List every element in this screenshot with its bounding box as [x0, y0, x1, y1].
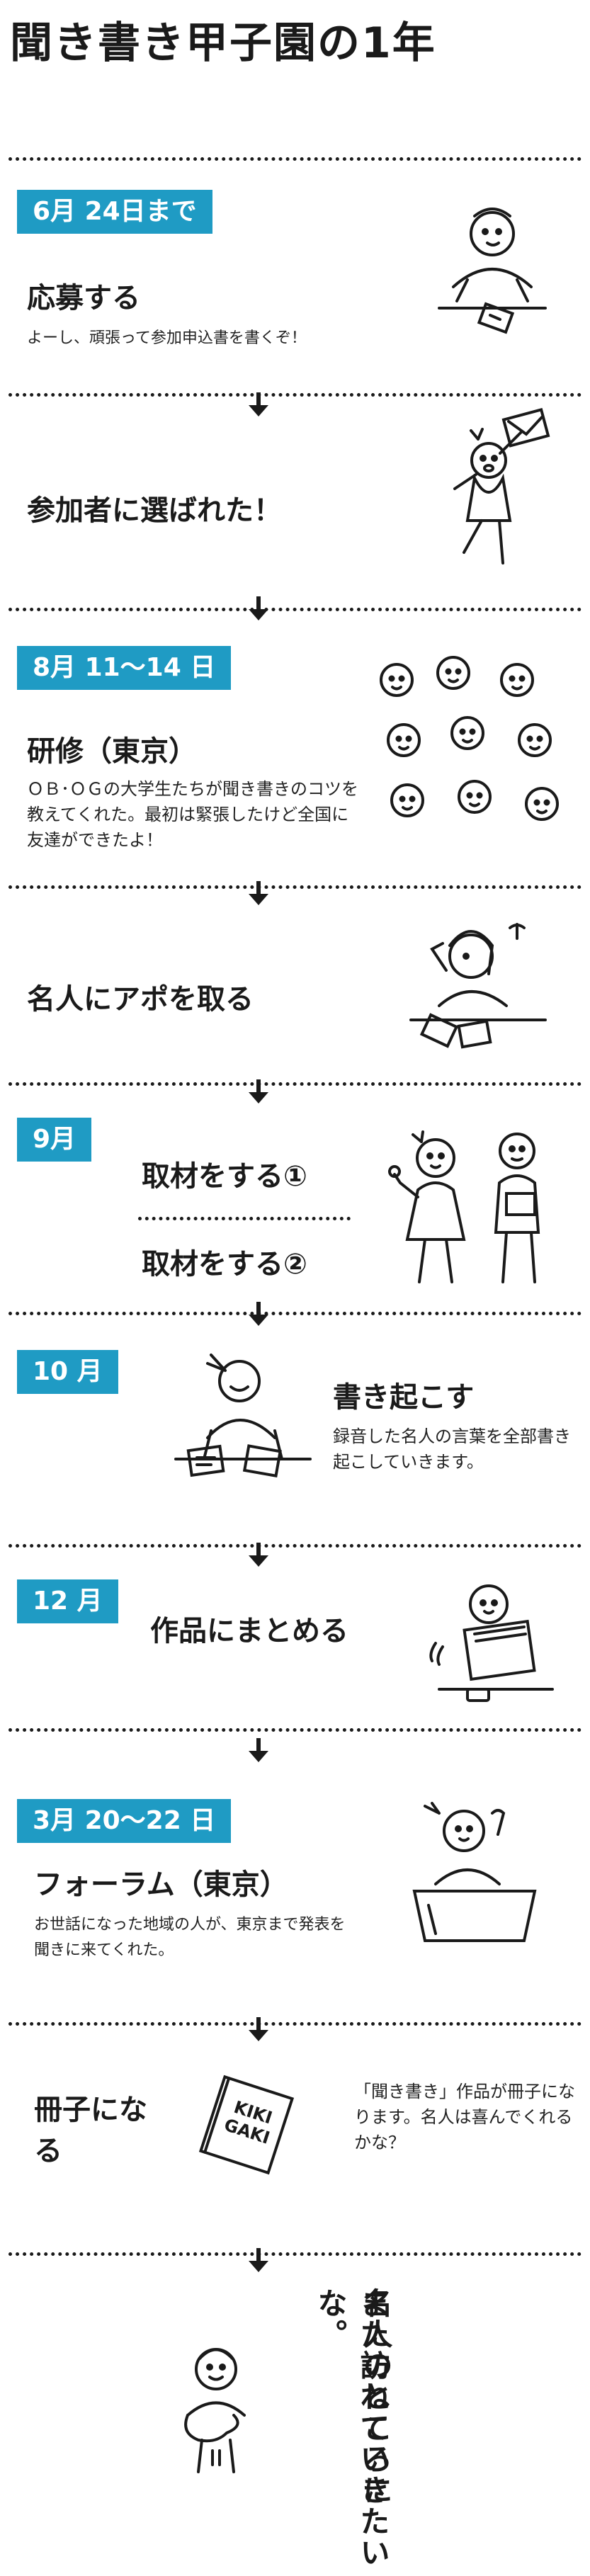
compiling-illustration — [425, 1576, 567, 1710]
dotted-divider — [8, 885, 582, 889]
waving-figure-illustration — [163, 2337, 269, 2479]
step-heading: 名人にアポを取る — [27, 983, 254, 1016]
date-badge: 12 月 — [17, 1579, 118, 1623]
jumping-figure-illustration — [439, 407, 552, 570]
page-title: 聞き書き甲子園の1年 — [10, 18, 436, 68]
interview-illustration — [386, 1126, 563, 1289]
group-faces-illustration — [375, 652, 574, 829]
transcribing-illustration — [169, 1346, 317, 1487]
step-description: 録音した名人の言葉を全部書き起こしていきます。 — [333, 1426, 571, 1472]
forum-speaker-illustration — [400, 1799, 549, 1948]
down-arrow-icon — [246, 877, 271, 907]
step-description: お世話になった地域の人が、東京まで発表を聞きに来てくれた。 — [34, 1916, 346, 1959]
date-badge: 6月 24日まで — [17, 190, 212, 234]
dotted-divider — [8, 608, 582, 611]
down-arrow-icon — [246, 2244, 271, 2274]
dotted-divider — [8, 2252, 582, 2256]
short-dotted-separator — [138, 1217, 351, 1220]
step-heading: 応募する — [27, 282, 140, 314]
step-heading: 書き起こす — [333, 1381, 475, 1414]
closing-message-line-2: また訪ねていきたいな。 — [313, 2288, 390, 2568]
step-heading: 研修（東京） — [27, 735, 197, 768]
dotted-divider — [8, 1082, 582, 1086]
dotted-divider — [8, 2022, 582, 2026]
down-arrow-icon — [246, 1734, 271, 1764]
down-arrow-icon — [246, 388, 271, 418]
date-badge: 9月 — [17, 1118, 92, 1162]
date-badge: 3月 20〜22 日 — [17, 1799, 232, 1843]
down-arrow-icon — [246, 1538, 271, 1568]
dotted-divider — [8, 1728, 582, 1732]
date-badge: 8月 11〜14 日 — [17, 646, 232, 690]
dotted-divider — [8, 157, 582, 161]
step-description: 「聞き書き」作品が冊子になります。名人は喜んでくれるかな？ — [354, 2082, 575, 2152]
date-badge: 10 月 — [17, 1350, 118, 1394]
step-heading: 取材をする① — [142, 1160, 307, 1193]
dotted-divider — [8, 393, 582, 397]
step-heading: 取材をする② — [142, 1248, 307, 1281]
booklet-illustration: KIKI GAKI — [190, 2068, 303, 2181]
closing-message-line-1: 名人のところに — [358, 2288, 393, 2506]
down-arrow-icon — [246, 592, 271, 622]
step-heading: 冊子になる — [34, 2094, 147, 2167]
step-heading: フォーラム（東京） — [34, 1868, 288, 1901]
step-heading: 作品にまとめる — [150, 1615, 348, 1647]
down-arrow-icon — [246, 1298, 271, 1327]
down-arrow-icon — [246, 1075, 271, 1105]
step-heading: 参加者に選ばれた！ — [27, 494, 282, 527]
phone-call-illustration — [397, 914, 552, 1055]
writing-figure-illustration — [425, 202, 560, 336]
dotted-divider — [8, 1312, 582, 1315]
down-arrow-icon — [246, 2013, 271, 2043]
step-description: ＯＢ･ＯＧの大学生たちが聞き書きのコツを教えてくれた。最初は緊張したけど全国に友… — [27, 779, 358, 850]
step-description: よーし、頑張って参加申込書を書くぞ！ — [27, 329, 307, 347]
dotted-divider — [8, 1544, 582, 1548]
